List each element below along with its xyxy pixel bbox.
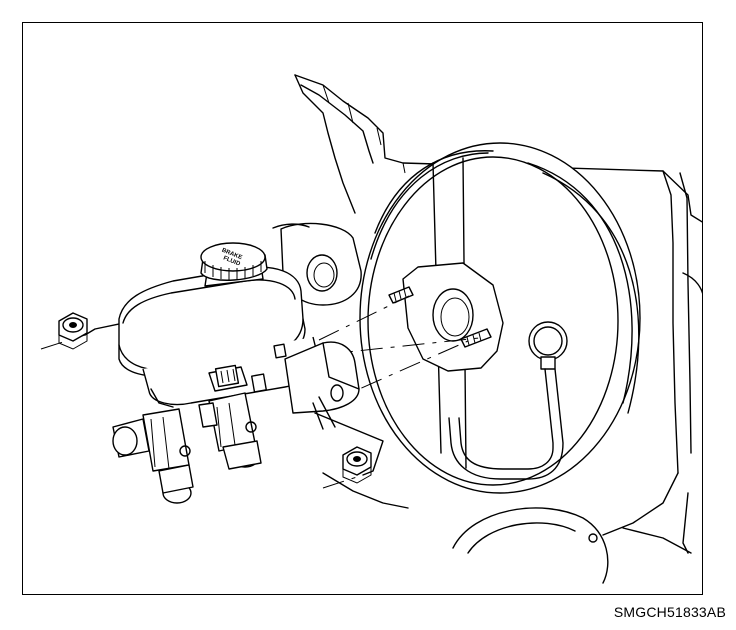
alignment-lines — [40, 295, 480, 489]
master-cylinder-booster-illustration: BRAKE FLUID — [40, 74, 702, 584]
diagram-frame: BRAKE FLUID — [22, 22, 703, 595]
outlet-port-rear — [198, 392, 262, 470]
firewall-panel — [294, 74, 702, 584]
brake-line — [448, 368, 564, 480]
booster-stud-upper — [388, 286, 414, 304]
figure-code: SMGCH51833AB — [613, 604, 726, 620]
fluid-level-sensor — [208, 343, 287, 393]
vacuum-check-valve — [528, 321, 568, 370]
mounting-nut-right — [342, 446, 372, 484]
brake-fluid-cap: BRAKE FLUID — [200, 242, 268, 281]
master-cylinder: BRAKE FLUID — [112, 242, 360, 504]
brake-booster — [359, 142, 641, 494]
mounting-nut-left — [58, 312, 88, 350]
outlet-port-front — [112, 408, 194, 504]
